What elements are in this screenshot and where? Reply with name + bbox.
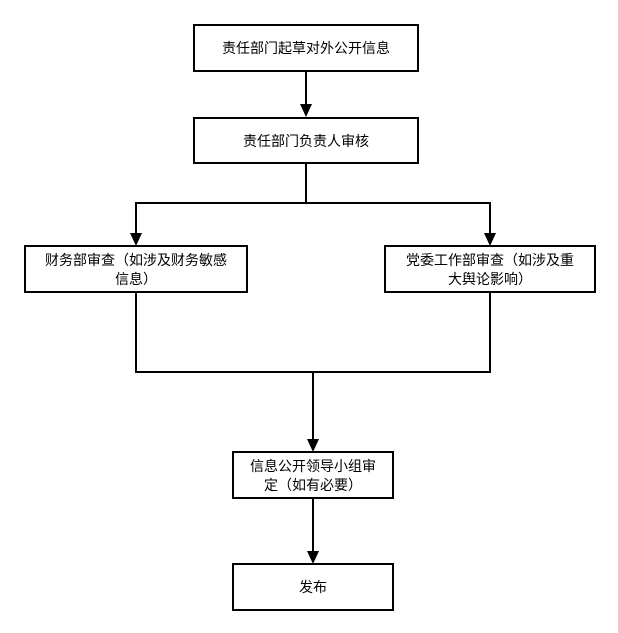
node-leading-group-line1: 信息公开领导小组审 bbox=[250, 458, 376, 475]
node-dept-head-review-label: 责任部门负责人审核 bbox=[243, 134, 369, 150]
node-finance-review: 财务部审查（如涉及财务敏感 信息） bbox=[24, 245, 248, 293]
connector-leading-group-to-publish bbox=[307, 498, 319, 564]
connector-merge-to-leading-group bbox=[135, 292, 491, 452]
connector-review-split bbox=[130, 163, 496, 246]
node-finance-review-line1: 财务部审查（如涉及财务敏感 bbox=[45, 252, 227, 269]
node-publish: 发布 bbox=[232, 563, 394, 611]
node-publish-label: 发布 bbox=[299, 580, 327, 596]
node-leading-group-line2: 定（如有必要） bbox=[264, 478, 362, 494]
node-draft-label: 责任部门起草对外公开信息 bbox=[222, 40, 390, 57]
node-party-review-line1: 党委工作部审查（如涉及重 bbox=[406, 253, 574, 269]
node-finance-review-line2: 信息） bbox=[115, 271, 157, 288]
node-dept-head-review: 责任部门负责人审核 bbox=[193, 117, 419, 164]
node-leading-group: 信息公开领导小组审 定（如有必要） bbox=[232, 451, 394, 499]
node-party-review: 党委工作部审查（如涉及重 大舆论影响） bbox=[384, 245, 596, 293]
connector-draft-to-review bbox=[300, 71, 312, 117]
node-draft: 责任部门起草对外公开信息 bbox=[193, 24, 419, 72]
node-party-review-line2: 大舆论影响） bbox=[448, 272, 532, 288]
